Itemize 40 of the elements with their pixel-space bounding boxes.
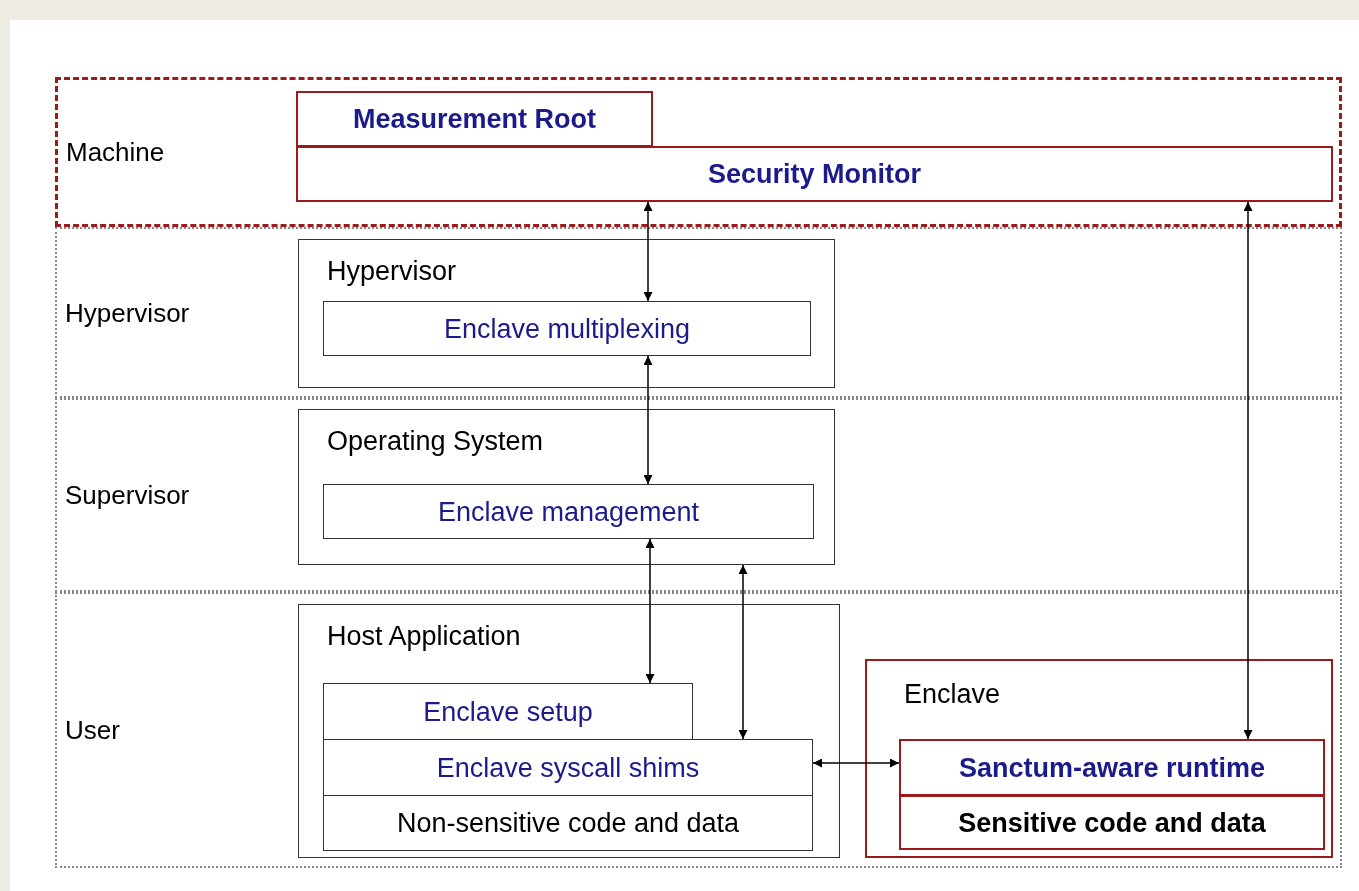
- component-box: [296, 146, 1333, 202]
- layer-band: [55, 227, 1342, 398]
- layer-label: Machine: [66, 139, 165, 165]
- layer-label: Hypervisor: [65, 299, 190, 326]
- component-label: Security Monitor: [708, 160, 921, 188]
- component-box: [323, 484, 814, 539]
- arrow: [738, 564, 748, 740]
- arrow: [645, 538, 655, 684]
- layer-label: User: [65, 717, 120, 743]
- component-label: Sanctum-aware runtime: [958, 754, 1266, 781]
- component-label: Enclave syscall shims: [436, 754, 700, 781]
- box-title: Hypervisor: [327, 258, 457, 285]
- enclave-box: [865, 659, 1333, 858]
- component-label: Enclave setup: [423, 698, 593, 725]
- component-box: [298, 604, 840, 858]
- component-box: [323, 683, 693, 740]
- arrow: [1243, 201, 1253, 740]
- component-box: [298, 239, 835, 388]
- component-box: [323, 739, 813, 796]
- arrow: [812, 758, 900, 768]
- component-box: [899, 795, 1325, 850]
- component-box: [323, 301, 811, 356]
- component-label: Measurement Root: [353, 105, 596, 133]
- layer-band: [55, 77, 1342, 227]
- box-title: Enclave: [904, 681, 1001, 708]
- component-label: Enclave management: [437, 498, 700, 525]
- component-label: Sensitive code and data: [958, 809, 1266, 836]
- component-label: Non-sensitive code and data: [396, 809, 740, 837]
- box-title: Host Application: [327, 623, 521, 650]
- arrow: [643, 355, 653, 485]
- arrow: [643, 201, 653, 302]
- component-box: [296, 91, 653, 147]
- layer-label: Supervisor: [65, 482, 190, 508]
- layer-band: [55, 398, 1342, 592]
- layer-band: [55, 592, 1342, 868]
- box-title: Operating System: [327, 428, 544, 455]
- component-box: [899, 739, 1325, 796]
- component-box: [323, 795, 813, 851]
- component-box: [298, 409, 835, 565]
- component-label: Enclave multiplexing: [443, 315, 691, 342]
